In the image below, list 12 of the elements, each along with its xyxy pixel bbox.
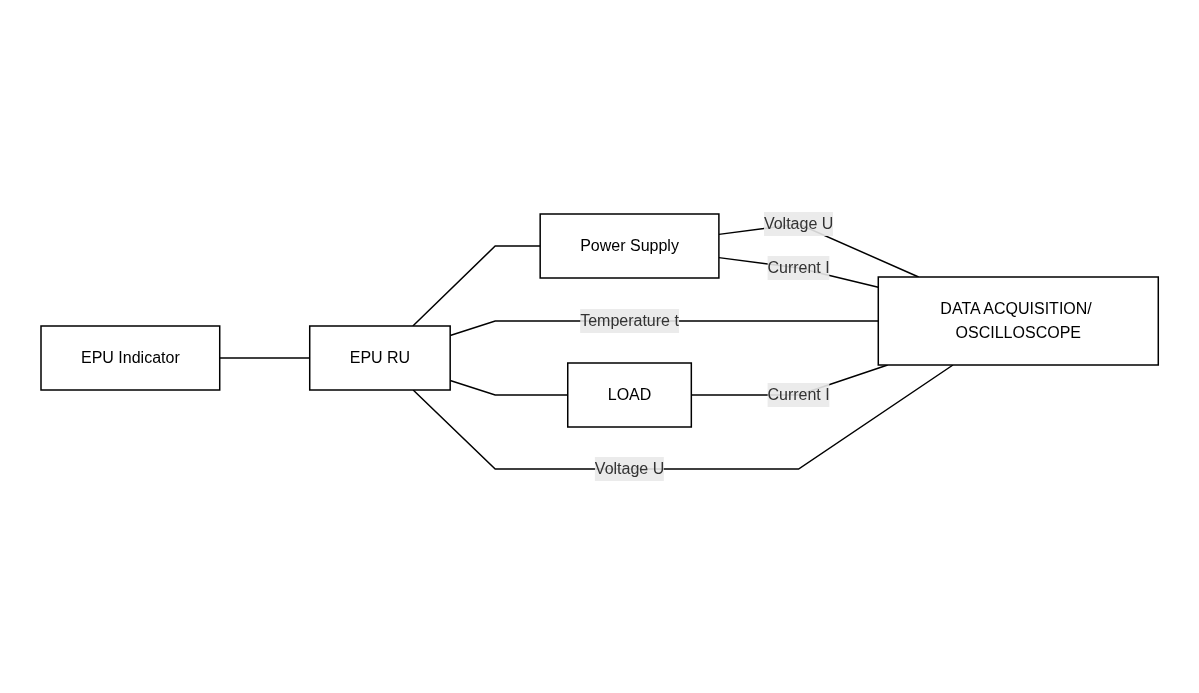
- node-box: EPU RU: [308, 325, 451, 391]
- node-box: Power Supply: [539, 213, 720, 279]
- edge-label: Current I: [767, 386, 830, 403]
- edge-label: Voltage U: [763, 215, 834, 232]
- edge-label: Temperature t: [580, 312, 679, 329]
- edge-label: Voltage U: [594, 460, 665, 477]
- edge-label: Current I: [767, 259, 830, 276]
- node-box: DATA ACQUISITION/ OSCILLOSCOPE: [877, 276, 1159, 366]
- connector: [718, 256, 879, 288]
- connector: [412, 245, 541, 327]
- node-box: EPU Indicator: [40, 325, 221, 391]
- node-box: LOAD: [566, 362, 692, 428]
